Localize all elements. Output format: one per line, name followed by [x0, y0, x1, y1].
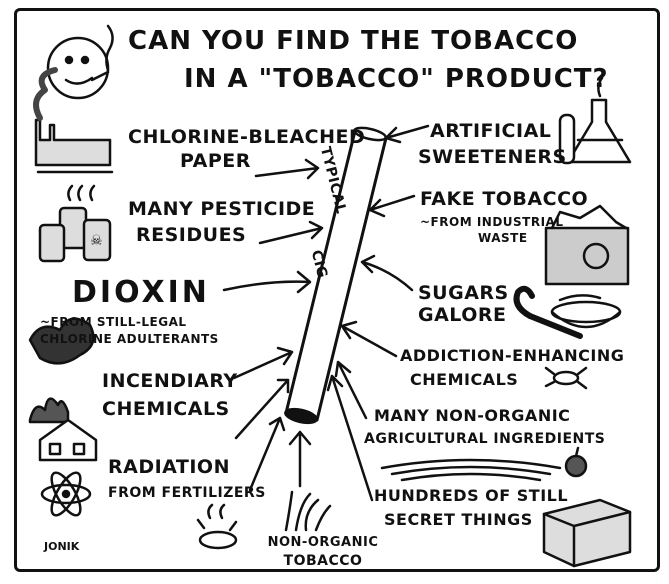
recycling-trash-icon — [544, 204, 630, 286]
smoke-fire-icon — [28, 317, 95, 424]
atom-icon — [40, 471, 92, 517]
right-item-1-line-2: SWEETENERS — [418, 146, 567, 168]
svg-text:☠: ☠ — [90, 233, 103, 249]
smoking-sun-icon — [46, 24, 114, 100]
right-item-1-line-1: ARTIFICIAL — [430, 120, 552, 142]
left-item-4-line-1: INCENDIARY — [102, 370, 238, 392]
title-line-1: CAN YOU FIND THE TOBACCO — [128, 26, 579, 56]
right-item-6-line-1: HUNDREDS OF STILL — [374, 486, 569, 505]
left-item-3-line-3: CHLORINE ADULTERANTS — [40, 332, 219, 346]
house-icon — [38, 418, 98, 462]
right-item-6-line-2: SECRET THINGS — [384, 510, 533, 529]
right-item-3-line-2: GALORE — [418, 304, 507, 326]
bottom-item-line-2: TOBACCO — [283, 553, 363, 569]
right-item-4-line-2: CHEMICALS — [410, 370, 519, 389]
left-item-5-line-1: RADIATION — [108, 456, 230, 478]
grass-icon — [284, 490, 332, 532]
left-item-5-line-2: FROM FERTILIZERS — [108, 485, 266, 501]
left-item-1-line-2: PAPER — [180, 150, 251, 172]
left-item-1-line-1: CHLORINE-BLEACHED — [128, 126, 366, 148]
apple-icon — [564, 446, 588, 478]
left-item-3-line-1: DIOXIN — [72, 275, 210, 310]
artist-signature: JONIK — [44, 540, 80, 553]
right-item-2-line-1: FAKE TOBACCO — [420, 188, 589, 210]
title-line-2: IN A "TOBACCO" PRODUCT? — [184, 64, 609, 94]
right-item-4-line-1: ADDICTION-ENHANCING — [400, 346, 625, 365]
left-item-2-line-2: RESIDUES — [136, 224, 247, 246]
factory-icon — [33, 67, 114, 174]
bottom-item-line-1: NON-ORGANIC — [267, 535, 379, 550]
lab-flasks-icon — [558, 76, 632, 165]
bug-icon — [544, 366, 588, 390]
bowl-icon — [550, 294, 622, 329]
arrows-left — [222, 158, 324, 492]
pesticide-barrels-icon: ☠ — [38, 184, 112, 263]
candy-cane-icon — [513, 285, 583, 339]
left-item-2-line-1: MANY PESTICIDE — [128, 198, 316, 220]
right-item-5-line-2: AGRICULTURAL INGREDIENTS — [364, 431, 606, 447]
right-item-5-line-1: MANY NON-ORGANIC — [374, 406, 571, 425]
cigarette-icon — [284, 126, 388, 425]
farm-field-icon — [380, 458, 562, 482]
right-item-3-line-1: SUGARS — [418, 282, 509, 304]
left-item-4-line-2: CHEMICALS — [102, 398, 230, 420]
right-item-2-line-3: WASTE — [478, 231, 528, 245]
arrow-bottom — [288, 430, 312, 488]
secret-box-icon — [542, 498, 632, 568]
dead-animal-icon — [196, 503, 238, 550]
arrows-right — [326, 124, 430, 502]
left-item-3-line-2: ~FROM STILL-LEGAL — [40, 315, 187, 329]
right-item-2-line-2: ~FROM INDUSTRIAL — [420, 215, 564, 229]
